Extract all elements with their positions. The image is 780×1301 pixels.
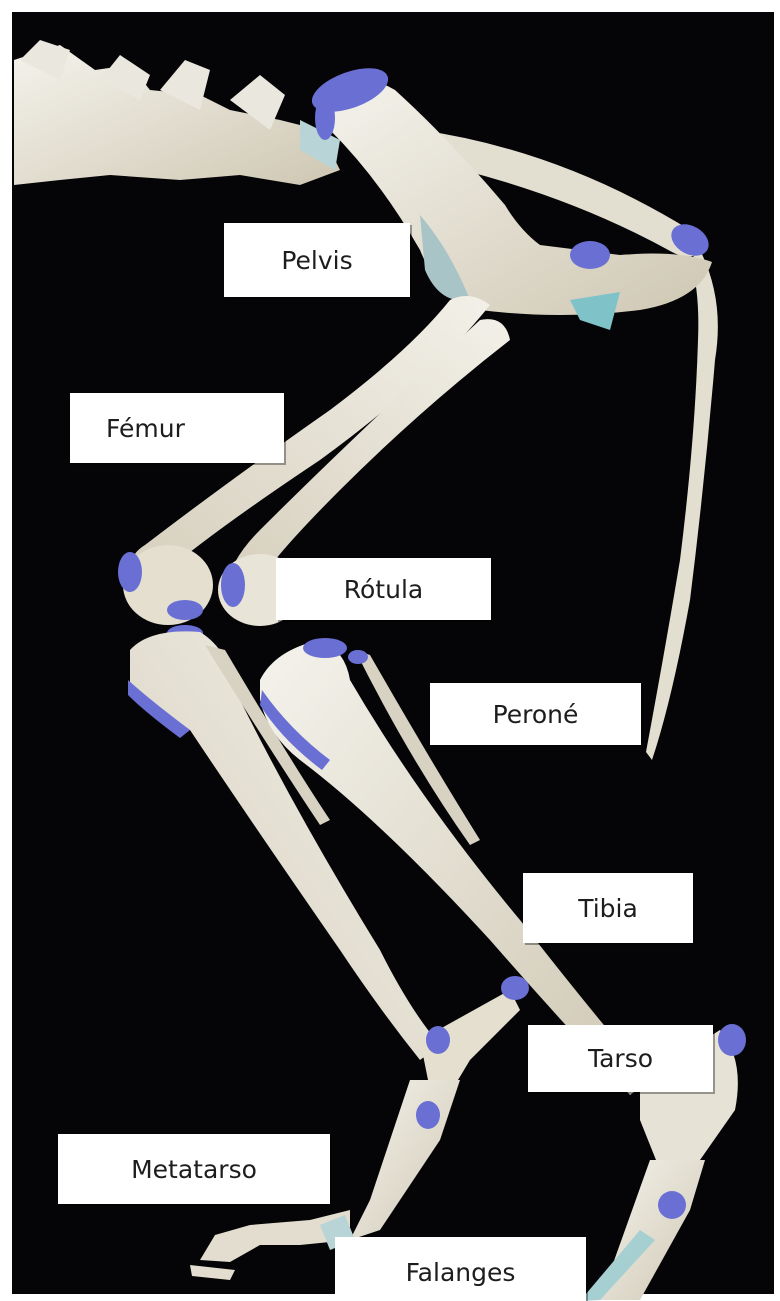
label-perone: Peroné [430,683,641,745]
label-tarso-text: Tarso [588,1044,653,1073]
label-falanges: Falanges [335,1237,586,1301]
knee-joints [118,545,302,641]
vertebral-column [14,40,340,185]
label-tibia-text: Tibia [578,894,638,923]
label-tibia: Tibia [523,873,693,943]
left-foot-bones [190,976,529,1280]
label-falanges-text: Falanges [406,1258,516,1287]
label-metatarso-text: Metatarso [131,1155,257,1184]
label-rotula: Rótula [276,558,491,620]
label-femur-text: Fémur [106,414,185,443]
label-perone-text: Peroné [493,700,579,729]
label-metatarso: Metatarso [58,1134,330,1204]
label-pelvis: Pelvis [224,223,410,297]
label-tarso: Tarso [528,1025,713,1092]
label-femur: Fémur [70,393,284,463]
label-rotula-text: Rótula [344,575,423,604]
label-pelvis-text: Pelvis [281,246,352,275]
